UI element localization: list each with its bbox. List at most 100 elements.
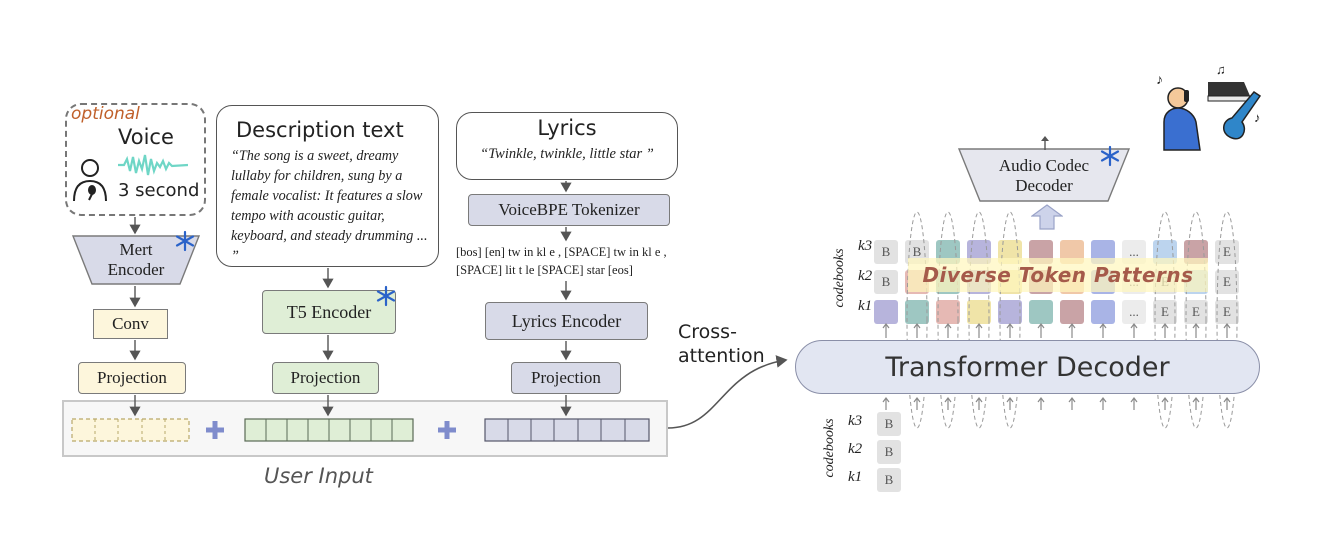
description-title: Description text — [236, 118, 404, 142]
cross-attention-label: Cross- attention — [678, 321, 765, 367]
k2-label-bottom: k2 — [848, 441, 863, 457]
autoregressive-loop — [1154, 211, 1176, 429]
end-token: E — [1215, 240, 1239, 264]
begin-token: B — [874, 240, 898, 264]
mert-encoder-label: Mert Encoder — [107, 240, 165, 279]
up-arrow-icon — [1031, 204, 1063, 230]
lyrics-projection-block: Projection — [511, 362, 621, 394]
flow-arrow-head — [975, 397, 983, 403]
autoregressive-loop — [968, 211, 990, 429]
voice-title: Voice — [118, 125, 174, 149]
flow-arrow-head — [913, 397, 921, 403]
lyrics-box — [456, 112, 678, 180]
flow-arrow-head — [913, 323, 921, 329]
flow-arrow-head — [1068, 323, 1076, 329]
plus-icon — [437, 420, 457, 440]
end-token: E — [1215, 300, 1239, 324]
mert-encoder-shape — [72, 235, 200, 285]
lyrics-title: Lyrics — [537, 116, 597, 140]
lyrics-text: “Twinkle, twinkle, little star ” — [480, 146, 654, 162]
audio-codec-decoder-shape — [958, 148, 1130, 202]
transformer-decoder-block: Transformer Decoder — [795, 340, 1260, 394]
autoregressive-loop — [937, 211, 959, 429]
audio-codec-decoder-label: Audio Codec Decoder — [998, 156, 1090, 195]
conv-block: Conv — [93, 309, 168, 339]
flow-arrow-head — [1068, 397, 1076, 403]
codec-token — [1060, 300, 1084, 324]
k3-label-top: k3 — [858, 238, 873, 254]
autoregressive-loop — [1216, 211, 1238, 429]
voice-input-box — [65, 103, 206, 216]
voice-duration: 3 second — [118, 180, 200, 201]
begin-token: B — [877, 440, 901, 464]
flow-arrow-head — [882, 323, 890, 329]
waveform-icon — [118, 154, 188, 176]
snowflake-icon — [1100, 145, 1120, 167]
codebooks-label-bottom: codebooks — [822, 418, 837, 478]
autoregressive-loop — [1185, 211, 1207, 429]
flow-arrow-head — [1223, 323, 1231, 329]
codec-token — [967, 300, 991, 324]
flow-arrow-head — [944, 397, 952, 403]
flow-arrow-head — [1130, 397, 1138, 403]
description-token-sequence — [244, 418, 414, 442]
flow-arrow-head — [1037, 397, 1045, 403]
codec-token — [1029, 300, 1053, 324]
end-token: E — [1184, 300, 1208, 324]
k1-label-bottom: k1 — [848, 469, 863, 485]
flow-arrow-head — [1099, 323, 1107, 329]
autoregressive-loop — [906, 211, 928, 429]
flow-arrow-head — [1192, 397, 1200, 403]
left-connector-arrows — [129, 181, 788, 429]
begin-token: B — [874, 270, 898, 294]
flow-arrow-head — [1099, 397, 1107, 403]
flow-arrow-head — [944, 323, 952, 329]
plus-icon — [205, 420, 225, 440]
audio-waveform — [919, 59, 1135, 135]
voicebpe-tokenizer-block: VoiceBPE Tokenizer — [468, 194, 670, 226]
ellipsis-token: ... — [1122, 300, 1146, 324]
codec-token — [905, 300, 929, 324]
lyrics-token-sequence-bar — [484, 418, 650, 442]
snowflake-icon — [376, 285, 396, 307]
svg-text:♫: ♫ — [1216, 62, 1226, 77]
optional-label: optional — [71, 104, 140, 124]
codec-token — [998, 300, 1022, 324]
codec-token — [1091, 300, 1115, 324]
k1-label-top: k1 — [858, 298, 873, 314]
description-projection-block: Projection — [272, 362, 379, 394]
voice-projection-block: Projection — [78, 362, 186, 394]
voice-token-sequence — [71, 418, 190, 442]
svg-text:♪: ♪ — [1156, 73, 1163, 88]
flow-arrow-head — [1037, 323, 1045, 329]
flow-arrow-head — [1006, 397, 1014, 403]
k3-label-bottom: k3 — [848, 413, 863, 429]
person-microphone-icon — [73, 159, 107, 202]
diverse-token-patterns-label: Diverse Token Patterns — [908, 258, 1208, 292]
description-text-box — [216, 105, 439, 267]
begin-token: B — [877, 468, 901, 492]
t5-encoder-block: T5 Encoder — [262, 290, 396, 334]
end-token: E — [1153, 300, 1177, 324]
description-text: “The song is a sweet, dreamy lullaby for… — [231, 148, 428, 264]
end-token: E — [1215, 270, 1239, 294]
flow-arrow-head — [1192, 323, 1200, 329]
flow-arrow-head — [882, 397, 890, 403]
flow-arrow-head — [975, 323, 983, 329]
flow-arrow-head — [1130, 323, 1138, 329]
codec-token — [874, 300, 898, 324]
codec-token — [936, 300, 960, 324]
flow-arrow-head — [1161, 397, 1169, 403]
lyrics-encoder-block: Lyrics Encoder — [485, 302, 648, 340]
begin-token: B — [877, 412, 901, 436]
lyrics-token-sequence: [bos] [en] tw in kl e , [SPACE] tw in kl… — [456, 245, 667, 277]
snowflake-icon — [175, 230, 195, 252]
musician-icon: ♪ ♫ ♪ — [1156, 62, 1262, 151]
svg-text:♪: ♪ — [1254, 110, 1261, 125]
flow-arrow-head — [1223, 397, 1231, 403]
k2-label-top: k2 — [858, 268, 873, 284]
flow-arrow-head — [1006, 323, 1014, 329]
user-input-label: User Input — [264, 464, 373, 488]
autoregressive-loop — [999, 211, 1021, 429]
